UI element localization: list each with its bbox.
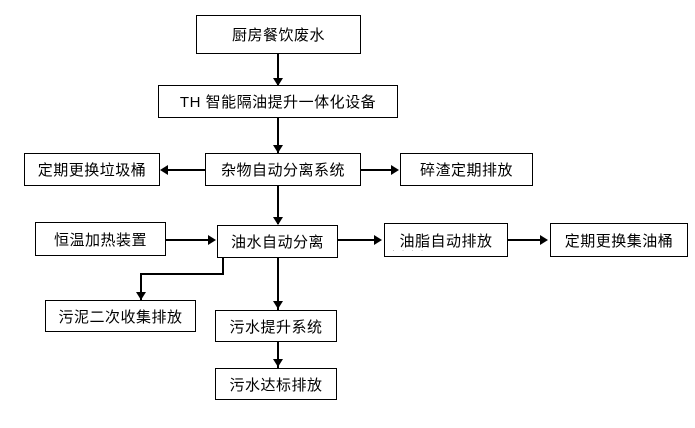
edge-n4-n3-line xyxy=(168,169,206,171)
edge-n6-n7-arrowhead xyxy=(208,235,216,245)
edge-n8-n9-line xyxy=(508,239,542,241)
edge-n2-n4-line xyxy=(277,118,279,154)
node-th-integrated-equipment[interactable]: TH 智能隔油提升一体化设备 xyxy=(158,85,398,118)
node-constant-temp-heater[interactable]: 恒温加热装置 xyxy=(35,222,166,256)
edge-n4-n5-arrowhead xyxy=(391,165,399,175)
edge-n7-n10-arrowhead xyxy=(136,292,146,300)
edge-n7-n11-line xyxy=(277,258,279,310)
edge-n7-n10-segment-down1 xyxy=(222,258,224,275)
node-label: 污水提升系统 xyxy=(229,318,323,336)
node-oil-water-separation[interactable]: 油水自动分离 xyxy=(217,225,338,258)
scan-artifact-dots: · · · · xyxy=(392,245,426,255)
node-label: 油脂自动排放 xyxy=(399,232,493,250)
edge-n2-n4-arrowhead xyxy=(273,145,283,153)
edge-n7-n8-line xyxy=(338,239,376,241)
edge-n11-n12-line xyxy=(277,342,279,368)
edge-n8-n9-arrowhead xyxy=(540,235,548,245)
node-debris-separation-system[interactable]: 杂物自动分离系统 xyxy=(205,153,361,186)
node-sludge-secondary-collection[interactable]: 污泥二次收集排放 xyxy=(45,300,196,332)
edge-n6-n7-line xyxy=(166,239,209,241)
node-label: 定期更换集油桶 xyxy=(564,232,674,250)
edge-n7-n10-segment-down2 xyxy=(140,273,142,300)
node-label: 杂物自动分离系统 xyxy=(220,162,345,179)
edge-n7-n11-arrowhead xyxy=(273,301,283,309)
node-replace-oil-bucket[interactable]: 定期更换集油桶 xyxy=(550,223,688,257)
edge-n7-n10-segment-left xyxy=(140,273,224,275)
node-slag-discharge[interactable]: 碎渣定期排放 xyxy=(400,153,533,186)
node-label: 恒温加热装置 xyxy=(53,231,147,249)
node-label: 污水达标排放 xyxy=(229,376,323,394)
edge-n4-n7-arrowhead xyxy=(273,217,283,225)
edge-n1-n2-line xyxy=(277,54,279,86)
node-kitchen-wastewater[interactable]: 厨房餐饮废水 xyxy=(196,15,361,54)
node-label: 污泥二次收集排放 xyxy=(58,308,183,326)
node-sewage-lifting-system[interactable]: 污水提升系统 xyxy=(215,310,337,342)
node-replace-trash-bin[interactable]: 定期更换垃圾桶 xyxy=(24,153,160,186)
node-label: 厨房餐饮废水 xyxy=(231,27,325,44)
edge-n4-n7-line xyxy=(277,186,279,224)
edge-n1-n2-arrowhead xyxy=(273,78,283,86)
node-sewage-standard-discharge[interactable]: 污水达标排放 xyxy=(215,368,337,400)
node-label: 油水自动分离 xyxy=(230,234,324,251)
node-label: 碎渣定期排放 xyxy=(419,162,513,179)
node-grease-auto-discharge[interactable]: 油脂自动排放 xyxy=(384,223,508,257)
edge-n4-n3-arrowhead xyxy=(160,165,168,175)
edge-n11-n12-arrowhead xyxy=(273,359,283,367)
edge-n7-n8-arrowhead xyxy=(374,235,382,245)
node-label: TH 智能隔油提升一体化设备 xyxy=(179,94,377,111)
edge-n4-n5-line xyxy=(361,169,393,171)
node-label: 定期更换垃圾桶 xyxy=(37,162,147,179)
